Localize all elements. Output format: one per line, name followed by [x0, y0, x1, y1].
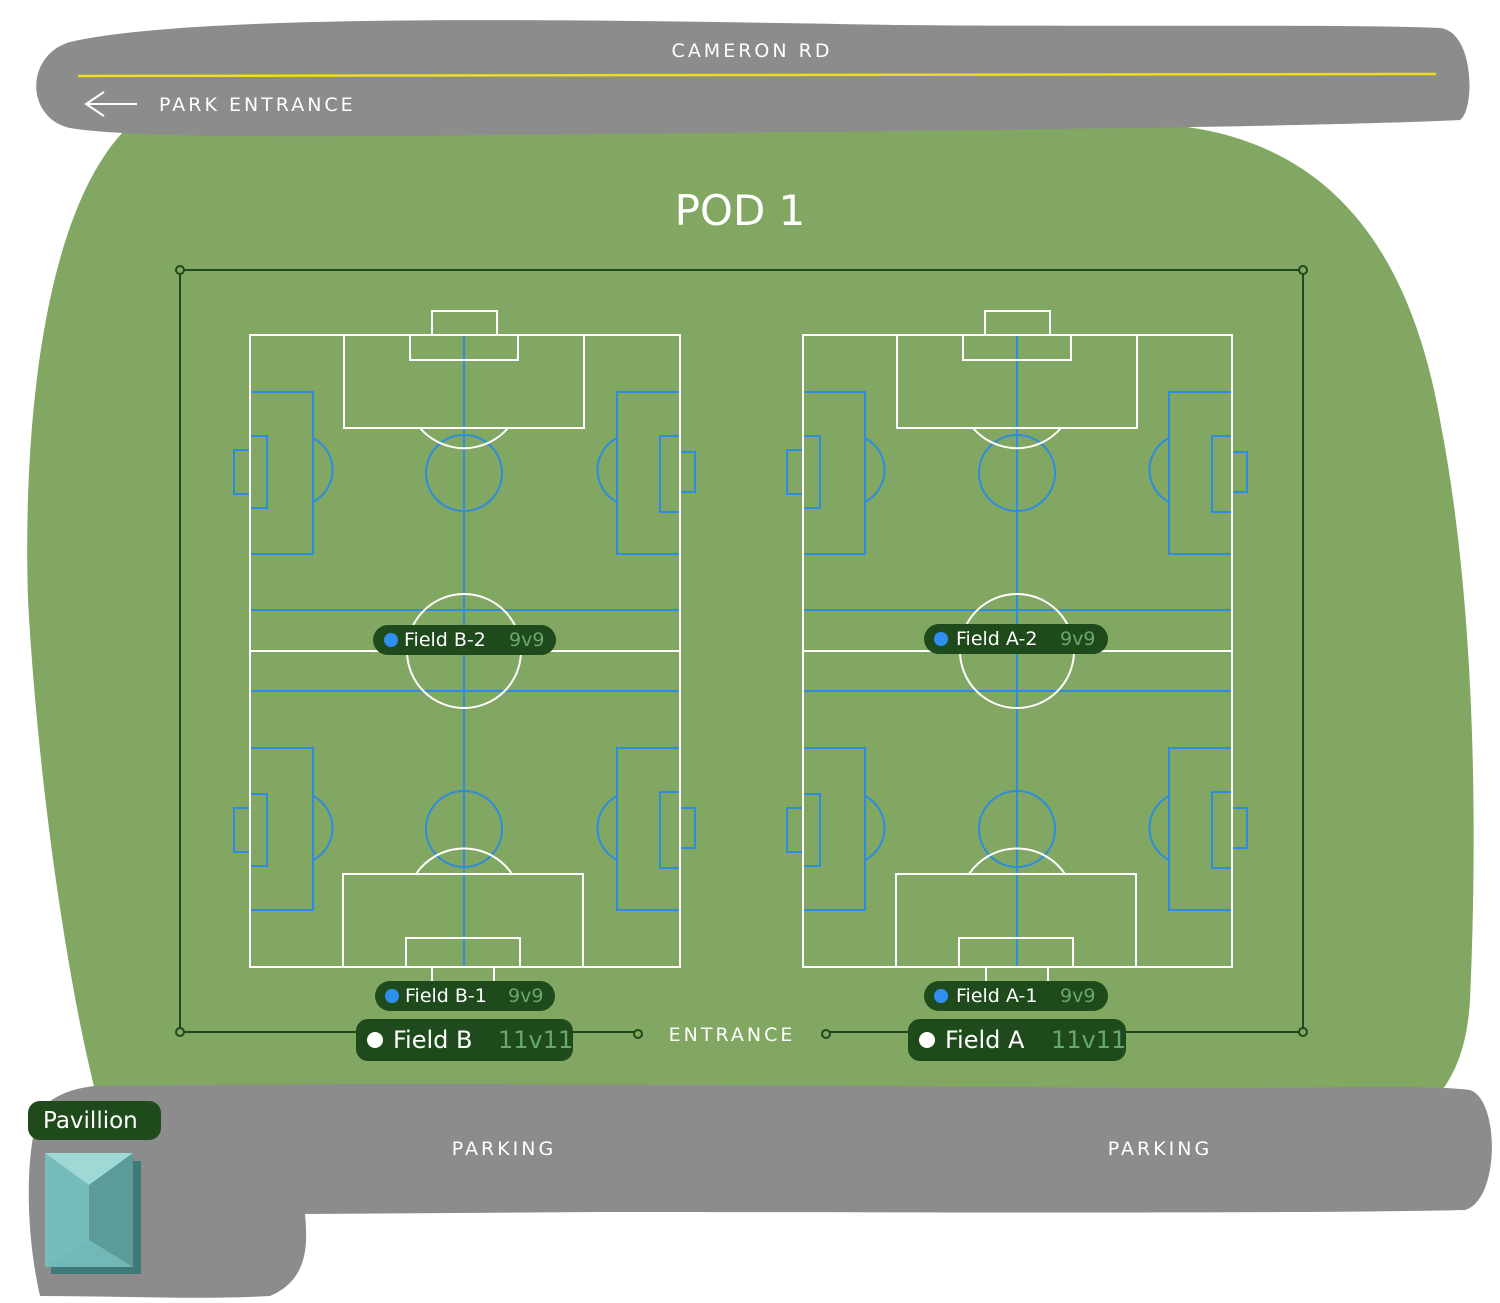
- field-label-b[interactable]: Field B 11v11: [356, 1019, 573, 1061]
- pod-title: POD 1: [675, 186, 806, 235]
- arrow-left-icon: [84, 91, 137, 117]
- field-a-pitch: [786, 310, 1248, 988]
- field-format: 11v11: [498, 1026, 573, 1054]
- field-label-b2[interactable]: Field B-2 9v9: [373, 625, 556, 655]
- field-label-a2[interactable]: Field A-2 9v9: [924, 624, 1108, 654]
- pavilion-building-icon[interactable]: [45, 1153, 141, 1274]
- pavilion-label[interactable]: Pavillion: [28, 1101, 161, 1140]
- field-label-a[interactable]: Field A 11v11: [908, 1019, 1126, 1061]
- road-name: CAMERON RD: [672, 40, 833, 62]
- parking-area: [28, 1084, 1492, 1298]
- field-name: Field A-2: [956, 628, 1037, 650]
- field-format: 9v9: [508, 985, 543, 1007]
- field-name: Field B: [393, 1026, 473, 1054]
- field-name: Field B-2: [404, 629, 486, 651]
- field-name: Field B-1: [405, 985, 487, 1007]
- field-name: Field A-1: [956, 985, 1037, 1007]
- road-center-line: [77, 72, 1437, 78]
- field-format: 11v11: [1051, 1026, 1126, 1054]
- entrance-label: ENTRANCE: [669, 1024, 796, 1046]
- field-format: 9v9: [1060, 628, 1095, 650]
- field-label-b1[interactable]: Field B-1 9v9: [375, 981, 555, 1011]
- pavilion-name: Pavillion: [43, 1108, 138, 1134]
- parking-label-left: PARKING: [452, 1138, 556, 1160]
- field-format: 9v9: [509, 629, 544, 651]
- grass-area: [27, 111, 1474, 1140]
- field-format: 9v9: [1060, 985, 1095, 1007]
- field-label-a1[interactable]: Field A-1 9v9: [924, 981, 1108, 1011]
- park-entrance-label: PARK ENTRANCE: [159, 94, 356, 116]
- parking-label-right: PARKING: [1108, 1138, 1212, 1160]
- field-name: Field A: [945, 1026, 1025, 1054]
- cameron-road: [36, 20, 1470, 137]
